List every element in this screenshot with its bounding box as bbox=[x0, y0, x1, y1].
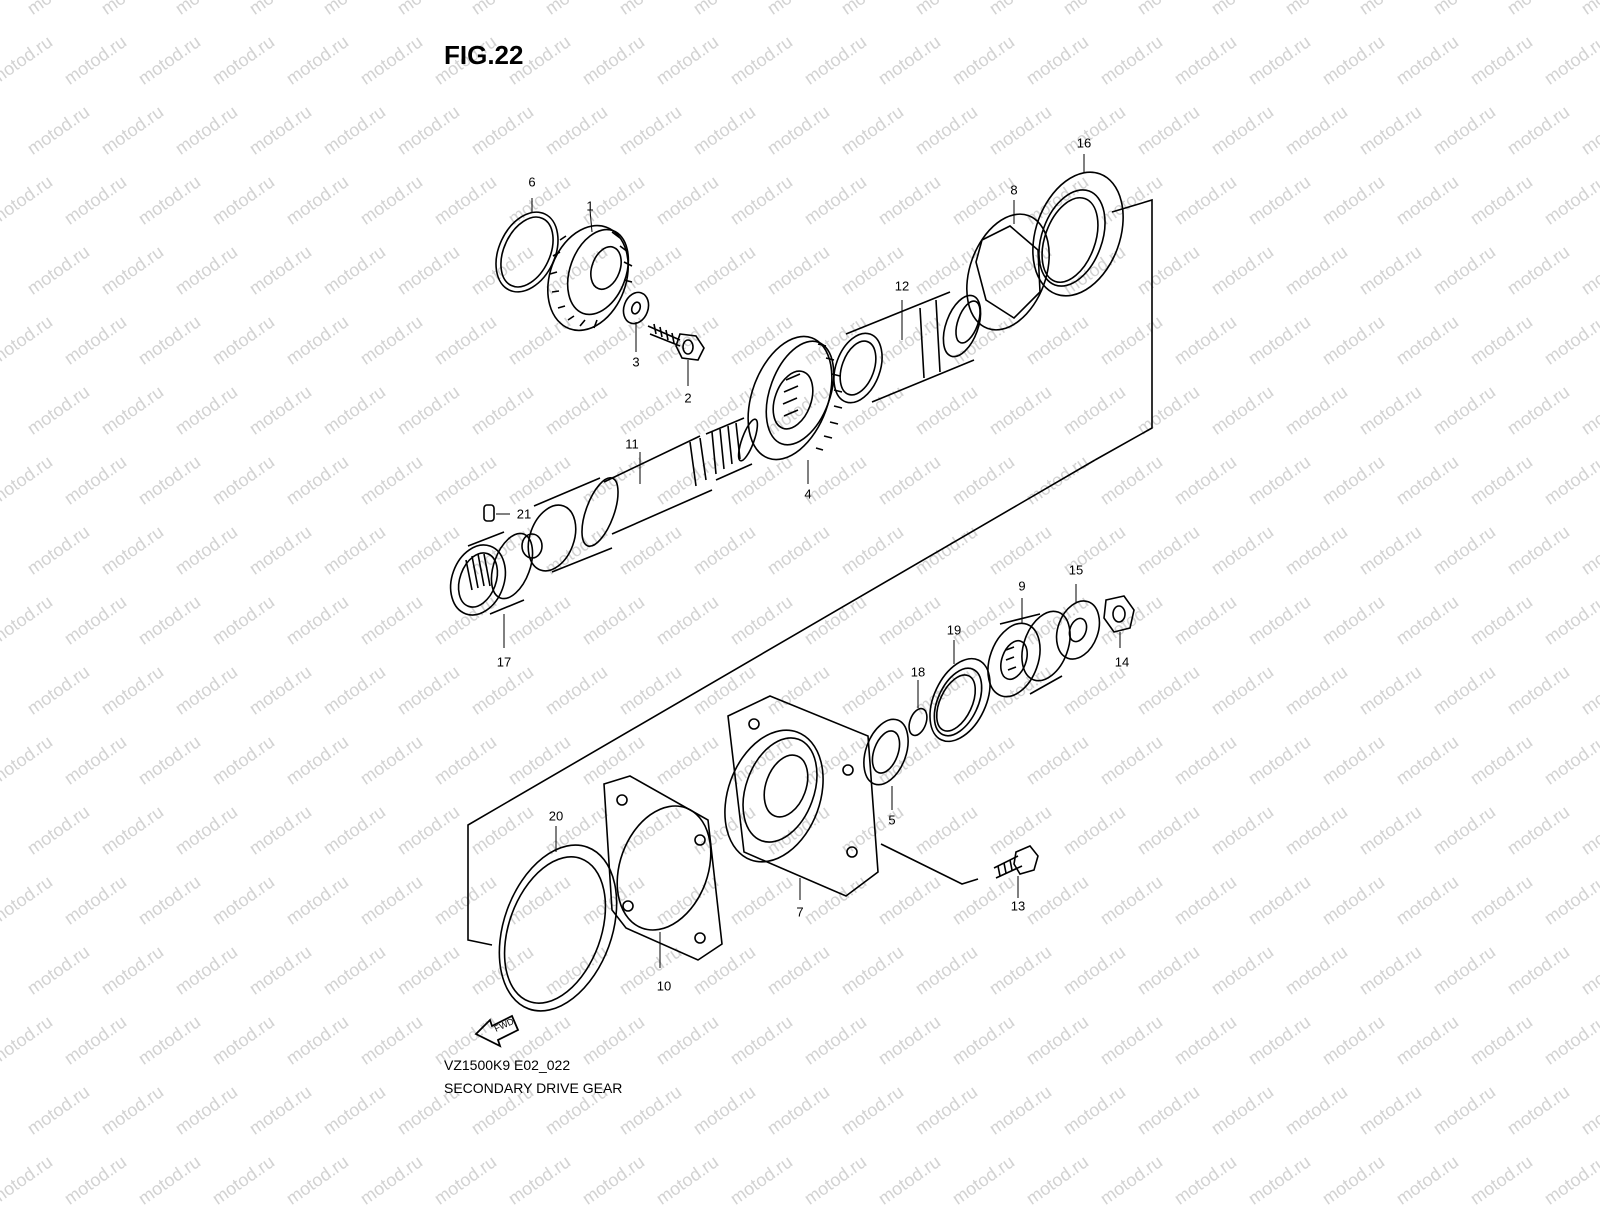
figure-label: FIG.22 bbox=[444, 40, 524, 70]
callout-6: 6 bbox=[528, 174, 536, 190]
callout-4: 4 bbox=[804, 486, 812, 502]
callout-3: 3 bbox=[632, 354, 640, 370]
callout-10: 10 bbox=[656, 978, 672, 994]
part-12-sleeve bbox=[833, 291, 982, 404]
part-11-shaft bbox=[521, 417, 759, 573]
part-15-washer bbox=[1055, 600, 1101, 660]
part-9-coupling bbox=[987, 610, 1071, 698]
part-10-gasket bbox=[603, 775, 723, 961]
callout-11: 11 bbox=[625, 436, 639, 452]
callout-13: 13 bbox=[1010, 898, 1026, 914]
part-14-nut bbox=[1103, 595, 1135, 633]
part-21-dowel-pin bbox=[483, 504, 495, 522]
callout-16: 16 bbox=[1076, 135, 1092, 151]
callout-18: 18 bbox=[910, 664, 926, 680]
callout-8: 8 bbox=[1010, 182, 1018, 198]
part-3-washer bbox=[622, 291, 650, 325]
callout-17: 17 bbox=[496, 654, 512, 670]
callout-14: 14 bbox=[1114, 654, 1130, 670]
diagram-title: SECONDARY DRIVE GEAR bbox=[444, 1080, 623, 1096]
part-13-bolt bbox=[993, 845, 1039, 879]
diagram-code: VZ1500K9 E02_022 bbox=[444, 1057, 571, 1073]
callout-20: 20 bbox=[548, 808, 564, 824]
part-16-oil-seal bbox=[1032, 171, 1124, 297]
part-5-seal bbox=[863, 718, 909, 786]
callout-15: 15 bbox=[1068, 562, 1084, 578]
group-outline bbox=[467, 198, 1153, 946]
part-20-seal-ring bbox=[498, 844, 618, 1012]
leader-lines bbox=[496, 154, 1121, 968]
part-1-bevel-gear bbox=[546, 224, 633, 332]
part-7-bearing-housing bbox=[724, 695, 879, 897]
callout-2: 2 bbox=[684, 390, 692, 406]
part-17-needle-bearing bbox=[449, 531, 534, 616]
part-19-seal bbox=[929, 657, 991, 743]
fwd-arrow: FWD bbox=[474, 1014, 520, 1048]
callout-12: 12 bbox=[894, 278, 910, 294]
callout-7: 7 bbox=[796, 904, 804, 920]
part-4-bevel-gear bbox=[747, 335, 843, 461]
part-2-bolt bbox=[647, 323, 705, 361]
callout-9: 9 bbox=[1018, 578, 1026, 594]
callout-21: 21 bbox=[516, 506, 532, 522]
part-18-o-ring bbox=[908, 707, 928, 737]
callout-1: 1 bbox=[586, 198, 594, 214]
part-8-hex-nut bbox=[966, 213, 1050, 331]
callout-19: 19 bbox=[946, 622, 962, 638]
callout-5: 5 bbox=[888, 812, 896, 828]
part-6-o-ring bbox=[495, 211, 559, 293]
